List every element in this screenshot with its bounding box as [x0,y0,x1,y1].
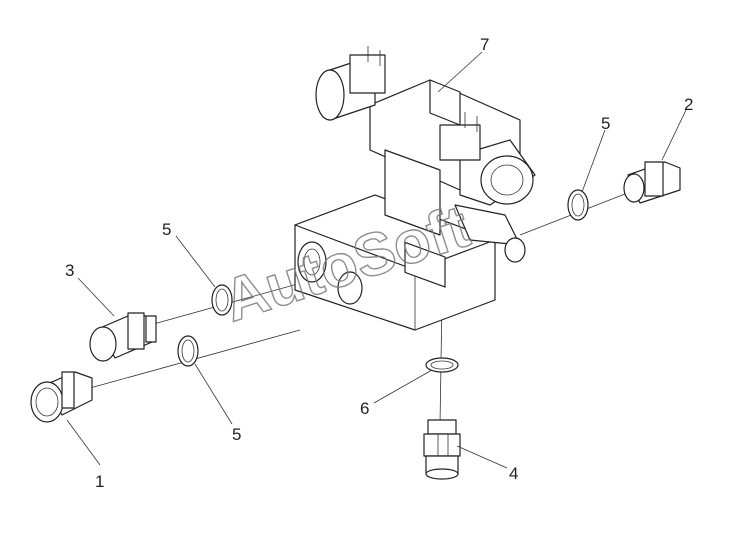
callout-1: 1 [95,472,104,491]
callout-5-right: 5 [601,114,610,133]
callout-6: 6 [360,399,369,418]
seal-rings [177,189,589,373]
fitting-1 [30,371,93,423]
callout-2: 2 [684,95,693,114]
callout-5-bottom: 5 [232,425,241,444]
solenoid-valve [315,46,536,288]
callout-5-top-left: 5 [162,220,171,239]
seal-ring-5c [567,189,589,221]
callout-3: 3 [65,261,74,280]
leader-lines [66,51,687,469]
callout-4: 4 [509,464,518,483]
seal-ring-5b [177,335,199,367]
valve-block [294,194,496,331]
seal-ring-5a [211,284,233,316]
fitting-3 [89,312,157,362]
seal-ring-6 [425,357,459,373]
callout-labels: 1 2 3 4 5 5 5 6 7 [65,35,693,491]
callout-7: 7 [480,35,489,54]
fitting-2 [623,161,681,204]
fitting-4 [423,419,461,480]
